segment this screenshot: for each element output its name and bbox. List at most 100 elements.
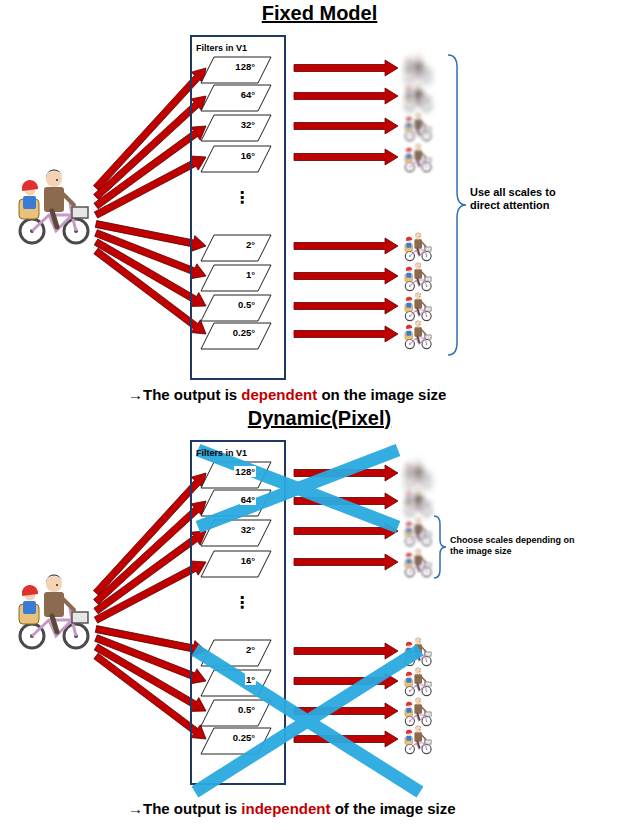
signal-arrow bbox=[294, 238, 398, 254]
output-thumbnail bbox=[405, 83, 431, 111]
output-thumbnail bbox=[405, 698, 431, 726]
filter-outline bbox=[201, 57, 271, 83]
filter-plate: 16° bbox=[200, 550, 272, 578]
conclusion-text: on the image size bbox=[321, 386, 446, 403]
filter-outline bbox=[200, 669, 272, 697]
filter-outline bbox=[200, 145, 272, 173]
output-thumbnail bbox=[405, 293, 431, 321]
output-thumbnail bbox=[405, 488, 431, 516]
filter-outline bbox=[200, 234, 272, 262]
output-thumbnail bbox=[405, 638, 431, 666]
signal-arrow bbox=[294, 268, 398, 284]
scale-label: 1° bbox=[245, 269, 256, 280]
filter-plate: 0.25° bbox=[200, 727, 272, 755]
signal-arrow bbox=[294, 673, 398, 689]
scale-label: 64° bbox=[240, 89, 256, 100]
filter-outline bbox=[200, 114, 272, 142]
conclusion-line: →The output isindependentof the image si… bbox=[128, 800, 460, 817]
scale-label: 0.5° bbox=[237, 299, 256, 310]
output-thumbnail bbox=[405, 549, 431, 577]
filter-plate: 0.5° bbox=[200, 294, 272, 322]
filter-outline bbox=[201, 728, 271, 754]
output-thumbnail bbox=[405, 460, 431, 488]
filter-outline bbox=[201, 640, 271, 666]
panel-title: Fixed Model bbox=[0, 2, 639, 25]
ellipsis-mark: ⋮ bbox=[232, 188, 252, 207]
scale-label: 2° bbox=[245, 644, 256, 655]
output-thumbnail bbox=[405, 144, 431, 172]
signal-arrow bbox=[294, 465, 398, 481]
signal-arrow bbox=[294, 118, 398, 134]
conclusion-text: dependent bbox=[241, 386, 317, 403]
cross-line bbox=[195, 650, 420, 792]
conclusion-text: →The output is bbox=[128, 386, 237, 403]
output-thumbnail bbox=[405, 113, 431, 141]
signal-arrow bbox=[294, 731, 398, 747]
filter-plate: 1° bbox=[200, 669, 272, 697]
scale-label: 0.25° bbox=[232, 732, 256, 743]
output-thumbnail bbox=[405, 55, 431, 83]
filter-bank-box: 128° 64° 32° 16° 2° 1° 0.5° 0.25° Filters in V1 bbox=[190, 440, 286, 785]
cross-line bbox=[195, 650, 420, 792]
filter-outline bbox=[201, 490, 271, 516]
conclusion-text: →The output is bbox=[128, 800, 237, 817]
filter-outline bbox=[201, 85, 271, 111]
signal-arrow bbox=[294, 643, 398, 659]
signal-arrow bbox=[294, 523, 398, 539]
filter-plate: 16° bbox=[200, 145, 272, 173]
filter-plate: 32° bbox=[200, 114, 272, 142]
filter-outline bbox=[201, 265, 271, 291]
signal-arrow bbox=[294, 298, 398, 314]
filter-plate: 2° bbox=[200, 234, 272, 262]
signal-arrow bbox=[294, 149, 398, 165]
scale-label: 128° bbox=[234, 466, 256, 477]
output-thumbnail bbox=[405, 726, 431, 754]
ellipsis-mark: ⋮ bbox=[232, 593, 252, 612]
scale-label: 0.5° bbox=[237, 704, 256, 715]
cross-line bbox=[198, 450, 398, 527]
output-thumbnail bbox=[405, 668, 431, 696]
bracket-note: Choose scales depending on the image siz… bbox=[450, 535, 590, 557]
filter-outline bbox=[200, 84, 272, 112]
signal-arrow bbox=[294, 554, 398, 570]
filter-outline bbox=[201, 700, 271, 726]
box-heading: Filters in V1 bbox=[192, 40, 247, 53]
filter-outline bbox=[201, 146, 271, 172]
output-thumbnail bbox=[405, 321, 431, 349]
curly-bracket bbox=[448, 55, 466, 355]
bicycle-illustration bbox=[19, 574, 88, 648]
filter-outline bbox=[201, 462, 271, 488]
scale-label: 32° bbox=[240, 119, 256, 130]
filter-outline bbox=[201, 670, 271, 696]
filter-bank-box: 128° 64° 32° 16° 2° 1° 0.5° 0.25° Filters in V1 bbox=[190, 35, 286, 380]
filter-plate: 128° bbox=[200, 461, 272, 489]
scale-label: 1° bbox=[245, 674, 256, 685]
filter-plate: 32° bbox=[200, 519, 272, 547]
curly-bracket bbox=[434, 516, 446, 578]
filter-outline bbox=[200, 550, 272, 578]
filter-plate: 2° bbox=[200, 639, 272, 667]
scale-label: 32° bbox=[240, 524, 256, 535]
scale-label: 16° bbox=[240, 555, 256, 566]
filter-outline bbox=[200, 489, 272, 517]
output-thumbnail bbox=[405, 518, 431, 546]
filter-plate: 0.25° bbox=[200, 322, 272, 350]
bracket-note: Use all scales to direct attention bbox=[470, 186, 572, 212]
bicycle-illustration bbox=[19, 169, 88, 243]
box-heading: Filters in V1 bbox=[192, 445, 247, 458]
scale-label: 128° bbox=[234, 61, 256, 72]
scale-label: 0.25° bbox=[232, 327, 256, 338]
filter-outline bbox=[201, 115, 271, 141]
scale-label: 2° bbox=[245, 239, 256, 250]
filter-outline bbox=[200, 264, 272, 292]
filter-outline bbox=[200, 639, 272, 667]
filter-plate: 64° bbox=[200, 84, 272, 112]
scale-label: 64° bbox=[240, 494, 256, 505]
signal-arrow bbox=[294, 493, 398, 509]
filter-plate: 0.5° bbox=[200, 699, 272, 727]
filter-outline bbox=[201, 520, 271, 546]
filter-outline bbox=[201, 323, 271, 349]
signal-arrow bbox=[294, 703, 398, 719]
conclusion-line: →The output isdependenton the image size bbox=[128, 386, 451, 403]
signal-arrow bbox=[294, 88, 398, 104]
